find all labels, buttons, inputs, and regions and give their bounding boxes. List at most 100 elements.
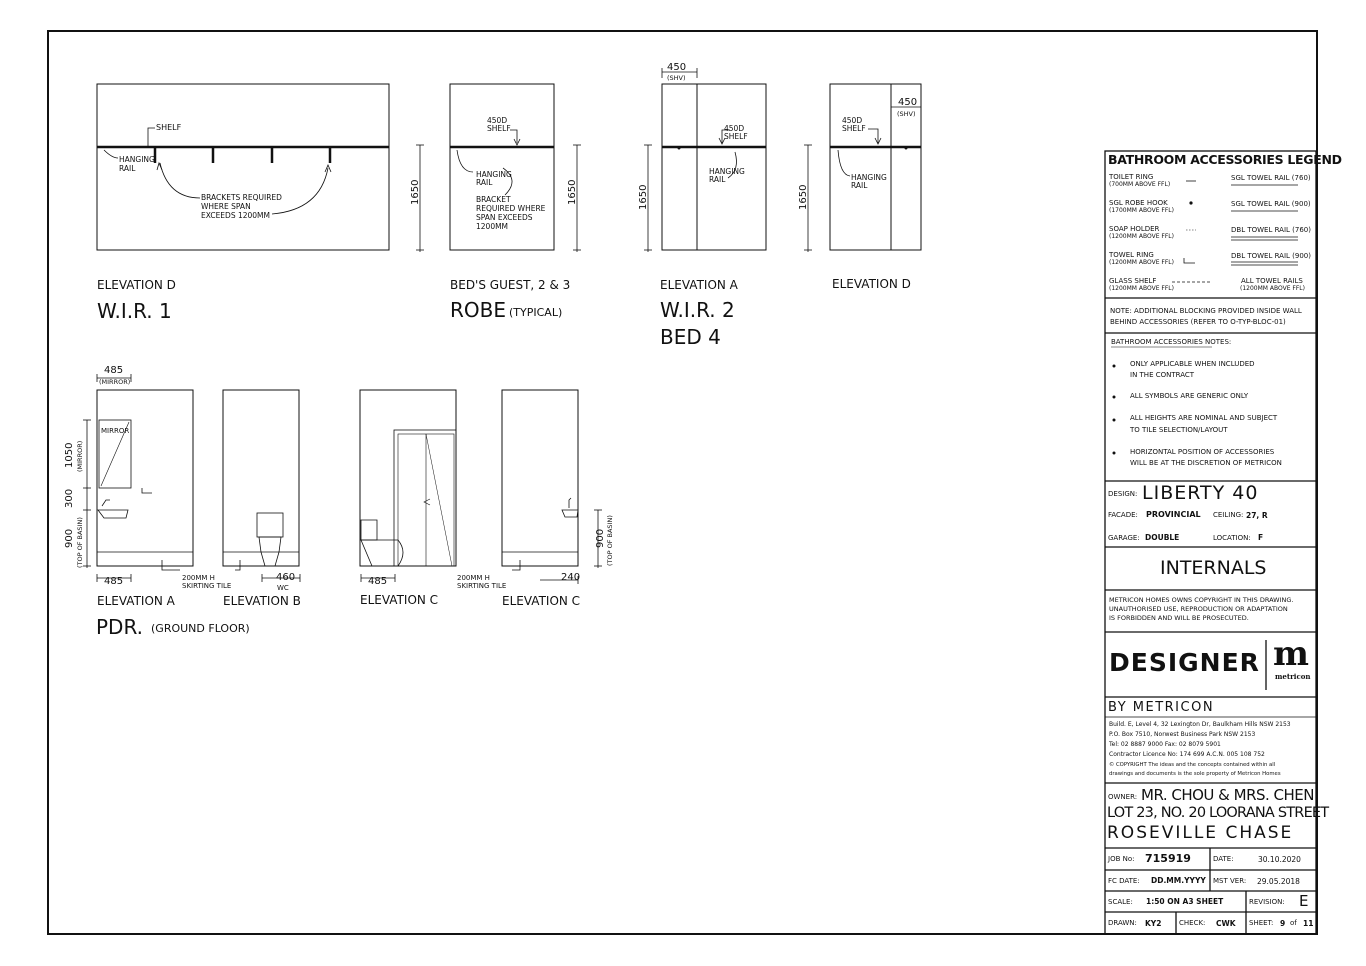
sheet-number: 9 (1280, 919, 1286, 928)
wir2-width-dim: 450 (667, 62, 686, 73)
wir1-rail-label-2: RAIL (119, 164, 136, 173)
wir2d-width-dim: 450 (898, 97, 917, 108)
legend-item-dbl-900: DBL TOWEL RAIL (900) (1231, 252, 1311, 260)
sheet-title: INTERNALS (1160, 557, 1267, 579)
pdr-skirting-c-2: SKIRTING TILE (457, 582, 506, 590)
legend-note-toilet-ring: (700MM ABOVE FFL) (1109, 181, 1171, 188)
wir2d-shelf-1: 450D (842, 116, 862, 125)
notes-bullets (1112, 364, 1116, 455)
wir1-rail-label-1: HANGING (119, 155, 155, 164)
wir2-shelf-1: 450D (724, 124, 744, 133)
pdr-dim-300: 300 (64, 489, 75, 508)
wir1-title: W.I.R. 1 (97, 299, 172, 323)
legend-note-robe-hook: (1700MM ABOVE FFL) (1109, 207, 1174, 214)
robe-labels: 450D SHELF HANGING RAIL BRACKET REQUIRED… (410, 116, 578, 322)
metricon-logo-word: metricon (1275, 672, 1311, 681)
legend-item-toilet-ring: TOILET RING (1109, 173, 1154, 181)
pdr-dim-460: 460 (276, 572, 295, 583)
legend-note-towel-ring: (1200MM ABOVE FFL) (1109, 259, 1174, 266)
wir2d-elevation-label: ELEVATION D (832, 277, 911, 291)
note-4-line-1: HORIZONTAL POSITION OF ACCESSORIES (1130, 448, 1275, 456)
address-5: © COPYRIGHT The ideas and the concepts c… (1109, 762, 1276, 768)
job-label: JOB No: (1108, 855, 1135, 863)
note-1-line-2: IN THE CONTRACT (1130, 371, 1195, 379)
legend-item-sgl-760: SGL TOWEL RAIL (760) (1231, 174, 1311, 182)
robe-elevation (416, 83, 581, 252)
legend-note-soap-holder: (1200MM ABOVE FFL) (1109, 233, 1174, 240)
facade-label: FACADE: (1108, 511, 1138, 519)
note-3-line-2: TO TILE SELECTION/LAYOUT (1130, 426, 1228, 434)
pdr-labels: 485 (MIRROR) MIRROR 1050 (MIRROR) 300 90… (64, 365, 614, 639)
address-3: Tel: 02 8887 9000 Fax: 02 8079 5901 (1109, 741, 1221, 748)
legend-item-all-rails: ALL TOWEL RAILS (1241, 277, 1303, 285)
pdr-dim-1050-note: (MIRROR) (76, 441, 84, 472)
wir2d-labels: 450 (SHV) 450D SHELF HANGING RAIL 1650 E… (798, 97, 917, 291)
blocking-note-1: NOTE: ADDITIONAL BLOCKING PROVIDED INSID… (1110, 307, 1302, 315)
pdr-mirror-note: (MIRROR) (99, 378, 130, 386)
owner-name: MR. CHOU & MRS. CHEN (1141, 786, 1315, 804)
wir1-brackets-1: BRACKETS REQUIRED (201, 193, 282, 202)
wir1-elevation-label: ELEVATION D (97, 278, 176, 292)
wir1-labels: SHELF HANGING RAIL BRACKETS REQUIRED WHE… (97, 123, 282, 323)
pdr-mirror-dim: 485 (104, 365, 123, 376)
sheet-border (47, 30, 1318, 935)
pdr-dim-240: 240 (561, 572, 580, 583)
robe-height-dim-right: 1650 (567, 180, 578, 205)
wir2-height-dim: 1650 (638, 185, 649, 210)
title-block-frame (1104, 150, 1317, 935)
wir1-elevation (96, 83, 390, 251)
robe-bracket-4: 1200MM (476, 222, 508, 231)
legend-heading: BATHROOM ACCESSORIES LEGEND (1108, 152, 1342, 167)
robe-shelf-2: SHELF (487, 124, 511, 133)
sheet-total: 11 (1303, 919, 1314, 928)
check-label: CHECK: (1179, 919, 1206, 927)
address-1: Build. E, Level 4, 32 Lexington Dr, Baul… (1109, 721, 1291, 728)
job-number: 715919 (1145, 852, 1191, 865)
garage-label: GARAGE: (1108, 534, 1140, 542)
robe-shelf-1: 450D (487, 116, 507, 125)
fc-date-value: DD.MM.YYYY (1151, 876, 1206, 885)
legend-item-dbl-760: DBL TOWEL RAIL (760) (1231, 226, 1311, 234)
pdr-dim-900-c: 900 (595, 529, 606, 548)
wir2-elevation-d (804, 83, 922, 252)
robe-elevation-label: BED'S GUEST, 2 & 3 (450, 278, 570, 292)
pdr-dim-485-c: 485 (368, 576, 387, 587)
wir2-rail-1: HANGING (709, 167, 745, 176)
metricon-logo-icon: m (1273, 634, 1309, 674)
ceiling-value: 27, R (1246, 511, 1268, 520)
scale-label: SCALE: (1108, 898, 1133, 906)
owner-label: OWNER: (1108, 793, 1138, 801)
note-1-line-1: ONLY APPLICABLE WHEN INCLUDED (1130, 360, 1255, 368)
wir1-shelf-label: SHELF (156, 123, 182, 132)
brand-name: DESIGNER (1109, 648, 1260, 677)
pdr-dim-485-a: 485 (104, 576, 123, 587)
wir2d-height-dim: 1650 (798, 185, 809, 210)
address-6: drawings and documents is the sole prope… (1109, 771, 1281, 777)
copyright-1: METRICON HOMES OWNS COPYRIGHT IN THIS DR… (1109, 596, 1294, 604)
robe-height-dim-left: 1650 (410, 180, 421, 205)
location-label: LOCATION: (1213, 534, 1251, 542)
revision-value: E (1299, 892, 1309, 910)
garage-value: DOUBLE (1145, 533, 1180, 542)
sheet-label: SHEET: (1249, 919, 1274, 927)
pdr-wc-note: WC (277, 584, 289, 592)
notes-heading: BATHROOM ACCESSORIES NOTES: (1111, 338, 1232, 346)
lot-address: LOT 23, NO. 20 LOORANA STREET (1107, 805, 1329, 821)
wir1-brackets-2: WHERE SPAN (201, 202, 251, 211)
revision-label: REVISION: (1249, 898, 1285, 906)
legend-item-soap-holder: SOAP HOLDER (1109, 225, 1160, 233)
wir2-rail-2: RAIL (709, 175, 726, 184)
address-4: Contractor Licence No: 174 699 A.C.N. 00… (1109, 751, 1265, 758)
design-label: DESIGN: (1108, 490, 1138, 498)
design-name: LIBERTY 40 (1142, 482, 1259, 504)
wir2d-shelf-2: SHELF (842, 124, 866, 133)
pdr-dim-900-note: (TOP OF BASIN) (76, 517, 84, 568)
wir2-labels: 450 (SHV) 450D SHELF HANGING RAIL 1650 E… (638, 62, 748, 349)
wir2-shelf-2: SHELF (724, 132, 748, 141)
ceiling-label: CEILING: (1213, 511, 1244, 519)
suburb: ROSEVILLE CHASE (1107, 823, 1294, 843)
note-2-line-1: ALL SYMBOLS ARE GENERIC ONLY (1130, 392, 1249, 400)
date-value: 30.10.2020 (1258, 855, 1301, 864)
legend-item-glass-shelf: GLASS SHELF (1109, 277, 1157, 285)
